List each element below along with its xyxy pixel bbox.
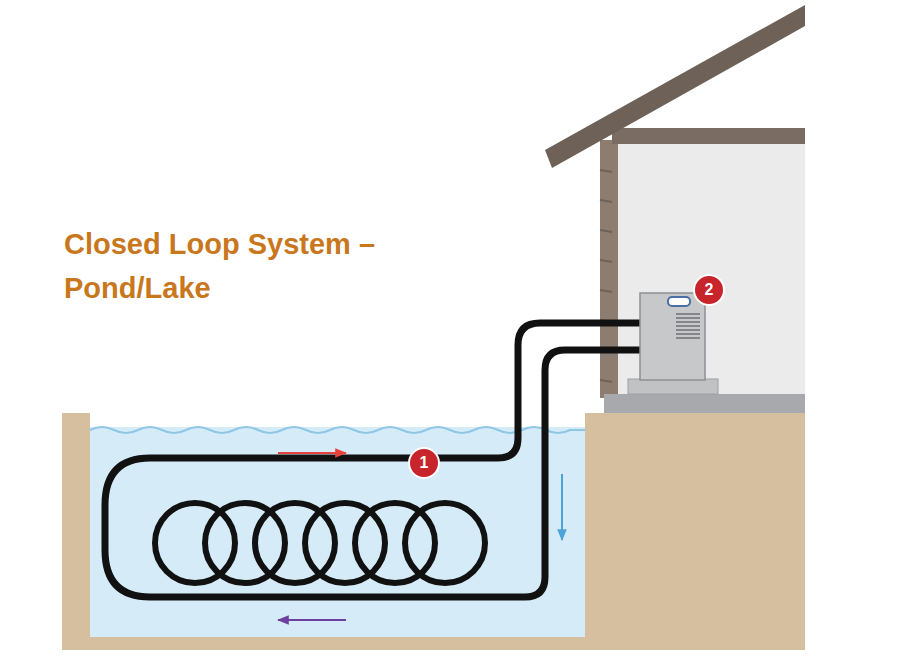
flow-arrow (278, 619, 346, 621)
callout-number: 1 (408, 447, 440, 479)
pipe-coils (155, 503, 485, 583)
diagram-title: Closed Loop System – Pond/Lake (64, 222, 434, 310)
ground (62, 637, 585, 650)
coil-ring (255, 503, 335, 583)
unit-badge (668, 297, 690, 306)
flow-arrow (278, 452, 346, 454)
unit-vents (676, 314, 700, 338)
house-wall (605, 140, 805, 398)
heat-pump-unit (640, 293, 705, 380)
flow-arrow (561, 474, 563, 540)
floor-slab (604, 394, 805, 414)
ground (62, 413, 90, 650)
ground (585, 413, 805, 650)
water-surface (90, 427, 585, 433)
coil-ring (155, 503, 235, 583)
roof (545, 5, 805, 168)
closed-loop-pipe (105, 323, 640, 597)
coil-ring (405, 503, 485, 583)
wall-siding (600, 140, 618, 398)
ceiling-beam (612, 128, 805, 144)
coil-ring (305, 503, 385, 583)
coil-ring (205, 503, 285, 583)
callout-number: 2 (693, 274, 725, 306)
unit-base (628, 379, 718, 394)
coil-ring (355, 503, 435, 583)
